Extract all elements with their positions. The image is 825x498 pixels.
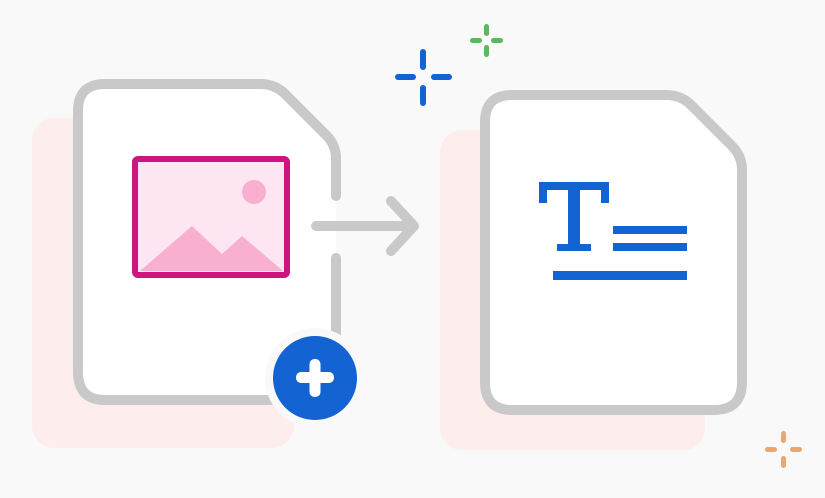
- picture-mountains: [140, 226, 283, 271]
- target-document: [480, 90, 747, 415]
- source-document: [73, 79, 341, 405]
- sparkle-icon: [765, 431, 802, 468]
- text-glyph-t: [539, 182, 609, 251]
- target-document-body: [480, 90, 747, 415]
- picture-sun: [242, 180, 266, 204]
- text-format-icon: [539, 182, 687, 280]
- picture-icon: [132, 156, 290, 278]
- add-badge: [265, 328, 365, 428]
- text-line-1: [613, 226, 687, 234]
- text-line-3: [553, 271, 687, 280]
- arrow-right-icon: [311, 196, 419, 256]
- sparkle-icon: [470, 24, 503, 57]
- text-line-2: [613, 243, 687, 251]
- plus-icon: [296, 359, 334, 397]
- source-document-outline-top: [73, 79, 341, 405]
- sparkle-icon: [395, 49, 452, 106]
